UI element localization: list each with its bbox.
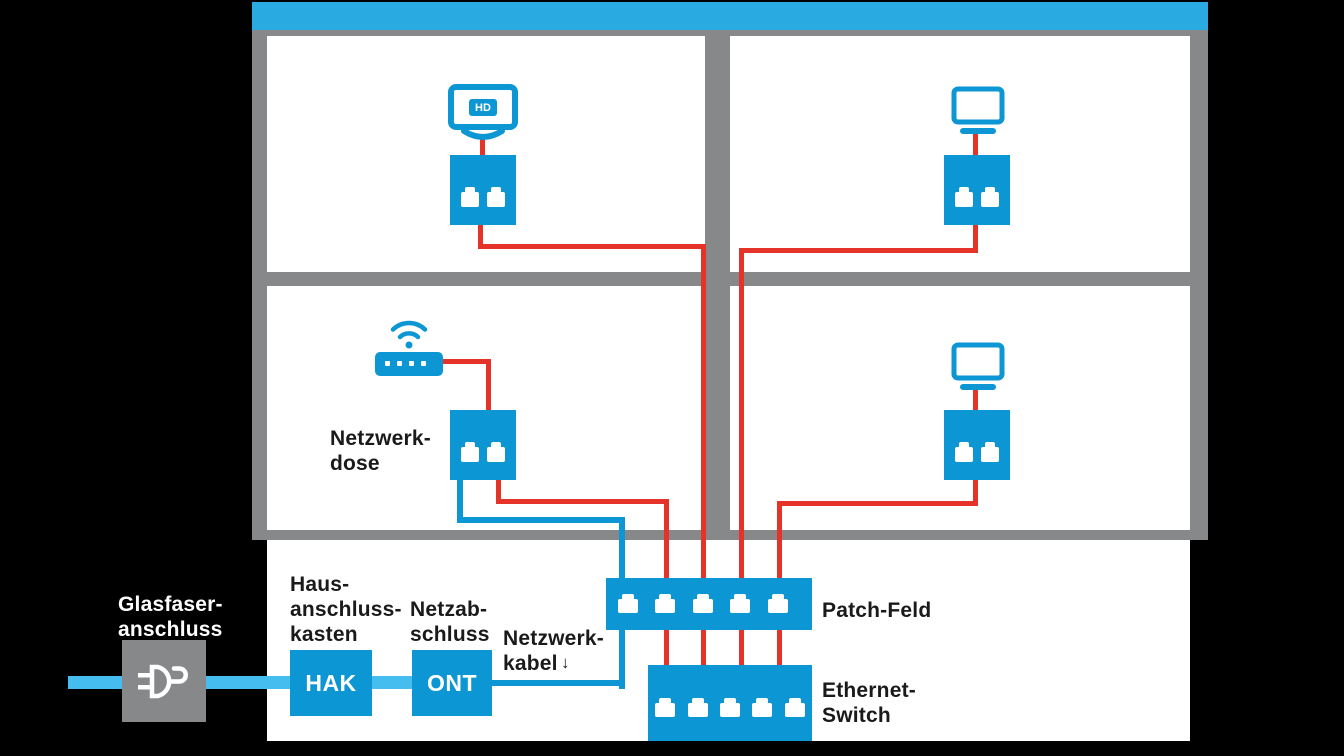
red-cable <box>701 630 706 665</box>
network-cable-label: Netzwerk- kabel <box>503 626 604 676</box>
ont-box: ONT <box>412 650 492 716</box>
ethernet-switch-label: Ethernet- Switch <box>822 678 916 728</box>
room-upper-left <box>267 36 705 272</box>
red-cable <box>739 248 744 578</box>
room-upper-right <box>730 36 1190 272</box>
red-cable <box>739 248 978 253</box>
cable-arrow: ↓ <box>561 653 570 672</box>
label-line: Patch-Feld <box>822 599 932 622</box>
red-cable <box>478 244 706 249</box>
router-led <box>385 361 390 366</box>
network-socket-label: Netzwerk- dose <box>330 426 431 476</box>
rj45-port-icon <box>693 594 713 613</box>
red-cable <box>973 134 978 155</box>
rj45-port-icon <box>655 698 675 717</box>
red-cable <box>973 390 978 410</box>
roof-bar <box>252 2 1208 30</box>
label-line: Switch <box>822 704 891 727</box>
rj45-port-icon <box>955 442 973 462</box>
rj45-port-icon <box>487 187 505 207</box>
computer-glyph <box>951 86 1005 134</box>
label-line: kabel <box>503 652 558 675</box>
label-line: Netzab- <box>410 598 488 621</box>
blue-cable <box>457 480 463 523</box>
patch-panel-label: Patch-Feld <box>822 598 931 623</box>
label-line: anschluss- <box>290 598 402 621</box>
fiber-entry-box <box>122 640 206 722</box>
rj45-port-icon <box>785 698 805 717</box>
red-cable <box>701 244 706 578</box>
router-led <box>421 361 426 366</box>
label-line: Netzwerk- <box>503 627 604 650</box>
label-line: kasten <box>290 623 358 646</box>
label-line: anschluss <box>118 618 223 641</box>
blue-cable <box>457 517 625 523</box>
network-socket-middle-left <box>450 410 516 480</box>
hak-box: HAK <box>290 650 372 716</box>
red-cable <box>973 480 978 506</box>
rj45-port-icon <box>720 698 740 717</box>
rj45-port-icon <box>487 442 505 462</box>
computer-icon <box>950 86 1006 136</box>
ont-label: ONT <box>426 669 478 696</box>
fiber-connection-label: Glasfaser- anschluss <box>118 592 223 642</box>
red-cable <box>973 225 978 253</box>
wifi-icon <box>386 314 432 350</box>
fiber-cable <box>372 676 412 689</box>
rj45-port-icon <box>618 594 638 613</box>
red-cable <box>478 225 483 249</box>
rj45-port-icon <box>688 698 708 717</box>
wifi-router-icon <box>375 352 443 376</box>
red-cable <box>777 501 782 578</box>
hak-label: HAK <box>305 669 357 696</box>
router-led <box>397 361 402 366</box>
label-line: Ethernet- <box>822 679 916 702</box>
computer-icon <box>950 342 1006 392</box>
wifi-waves <box>390 320 428 349</box>
red-cable <box>441 359 491 364</box>
red-cable <box>739 630 744 665</box>
rj45-port-icon <box>768 594 788 613</box>
ethernet-switch <box>648 665 812 741</box>
label-line: Netzwerk- <box>330 427 431 450</box>
hd-badge: HD <box>469 99 497 116</box>
patch-panel <box>606 578 812 630</box>
rj45-port-icon <box>461 442 479 462</box>
rj45-port-icon <box>981 187 999 207</box>
label-line: Haus- <box>290 573 350 596</box>
network-termination-label: Netzab- schluss <box>410 597 490 647</box>
red-cable <box>486 359 491 410</box>
router-led <box>409 361 414 366</box>
red-cable <box>664 630 669 665</box>
blue-cable <box>492 680 625 686</box>
house-connection-label: Haus- anschluss- kasten <box>290 572 402 647</box>
red-cable <box>496 480 501 504</box>
red-cable <box>777 630 782 665</box>
fiber-plug-icon <box>138 664 188 699</box>
red-cable <box>777 501 978 506</box>
red-cable <box>480 138 485 155</box>
rj45-port-icon <box>730 594 750 613</box>
rj45-port-icon <box>752 698 772 717</box>
label-line: dose <box>330 452 380 475</box>
network-socket-top-left <box>450 155 516 225</box>
red-cable <box>496 499 669 504</box>
rj45-port-icon <box>461 187 479 207</box>
room-middle-right <box>730 286 1190 530</box>
rj45-port-icon <box>955 187 973 207</box>
label-line: Glasfaser- <box>118 593 223 616</box>
red-cable <box>664 499 669 578</box>
rj45-port-icon <box>981 442 999 462</box>
tv-icon: HD <box>448 84 518 146</box>
network-socket-top-right <box>944 155 1010 225</box>
rj45-port-icon <box>655 594 675 613</box>
network-socket-middle-right <box>944 410 1010 480</box>
label-line: schluss <box>410 623 490 646</box>
computer-glyph <box>951 342 1005 390</box>
